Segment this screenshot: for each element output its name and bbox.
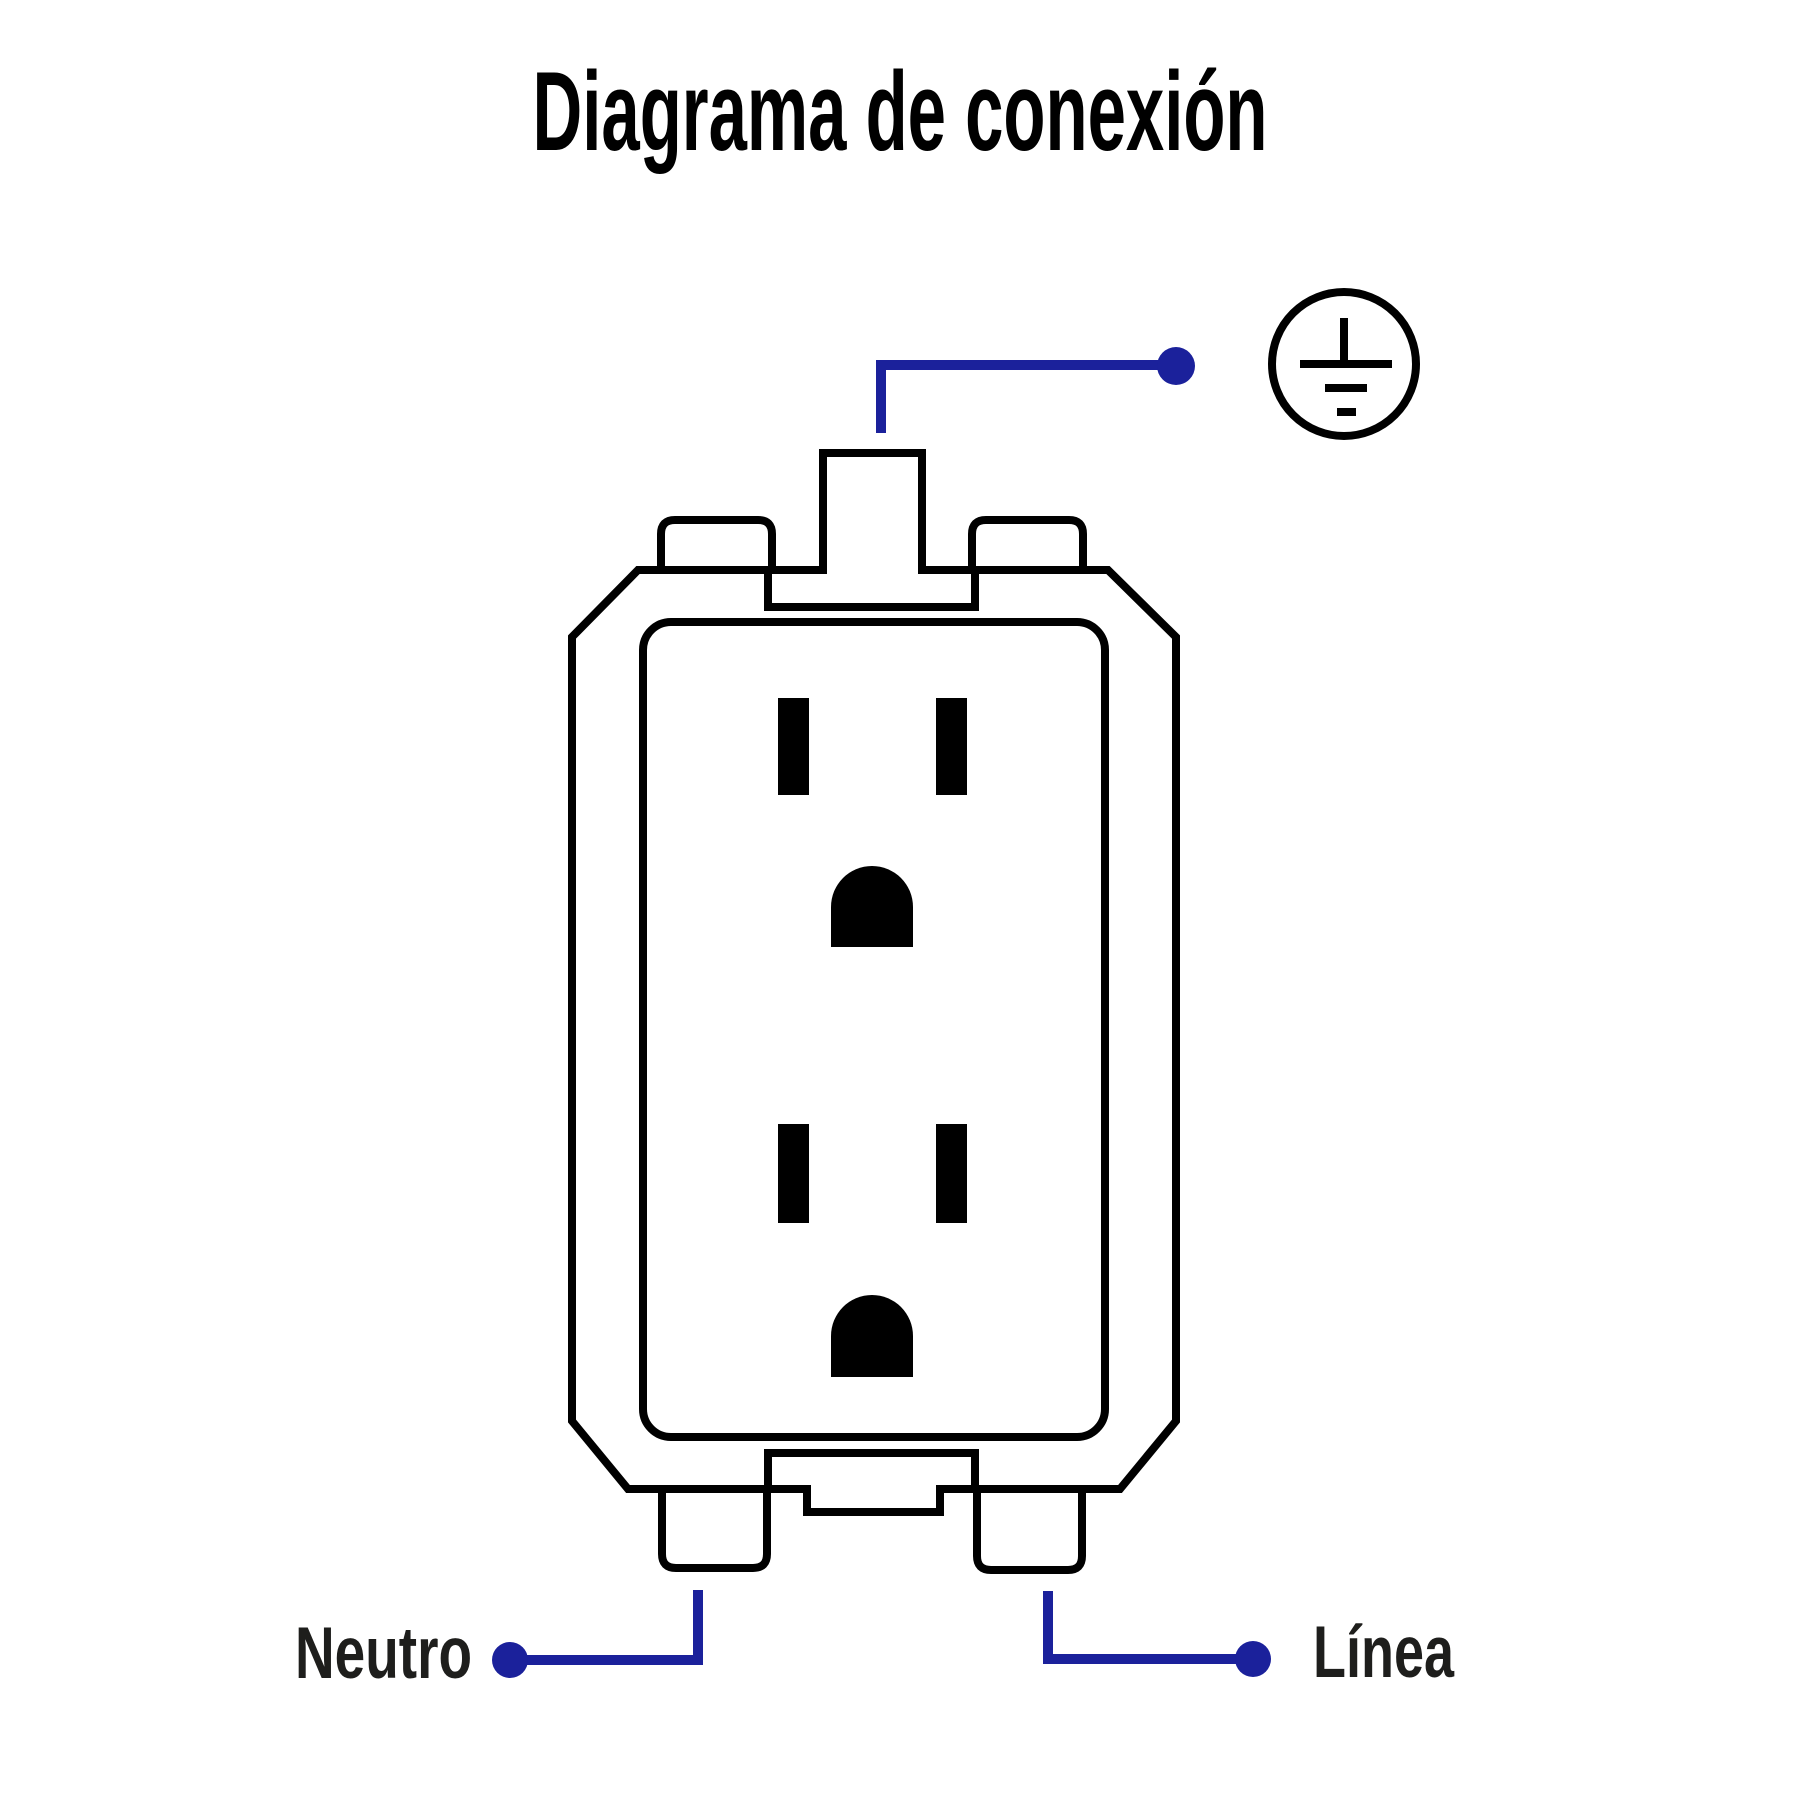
neutral-wire-path	[510, 1590, 703, 1665]
outlet-top-left-ear	[657, 516, 776, 574]
lower-ground-hole	[831, 1295, 913, 1377]
line-wire-terminal-dot	[1235, 1641, 1271, 1677]
outlet-face	[639, 618, 1109, 1441]
ground-icon	[1268, 288, 1420, 440]
ground-icon-circle	[1268, 288, 1420, 440]
lower-neutral-slot	[778, 1124, 809, 1223]
outlet-top-right-ear	[968, 516, 1087, 574]
upper-receptacle	[778, 698, 967, 947]
outlet-bottom-center-tab	[768, 1485, 975, 1516]
neutral-wire: Neutro	[295, 1590, 703, 1694]
page-title: Diagrama de conexión	[533, 49, 1268, 174]
lower-receptacle	[778, 1124, 967, 1377]
upper-ground-hole	[831, 866, 913, 947]
ground-wire-path	[876, 360, 1176, 433]
neutral-wire-terminal-dot	[492, 1642, 528, 1678]
upper-neutral-slot	[778, 698, 809, 795]
outlet-body-outline	[568, 566, 1180, 1493]
line-wire: Línea	[1043, 1591, 1455, 1693]
outlet-bottom-left-ear	[658, 1485, 771, 1572]
outlet	[568, 449, 1180, 1574]
line-wire-path	[1043, 1591, 1253, 1664]
ground-wire	[876, 347, 1195, 433]
line-label: Línea	[1313, 1612, 1455, 1693]
ground-wire-terminal-dot	[1157, 347, 1195, 385]
outlet-ground-tab	[768, 449, 975, 574]
upper-hot-slot	[936, 698, 967, 795]
neutral-label: Neutro	[295, 1613, 472, 1694]
outlet-bottom-right-ear	[973, 1485, 1086, 1574]
lower-hot-slot	[936, 1124, 967, 1223]
